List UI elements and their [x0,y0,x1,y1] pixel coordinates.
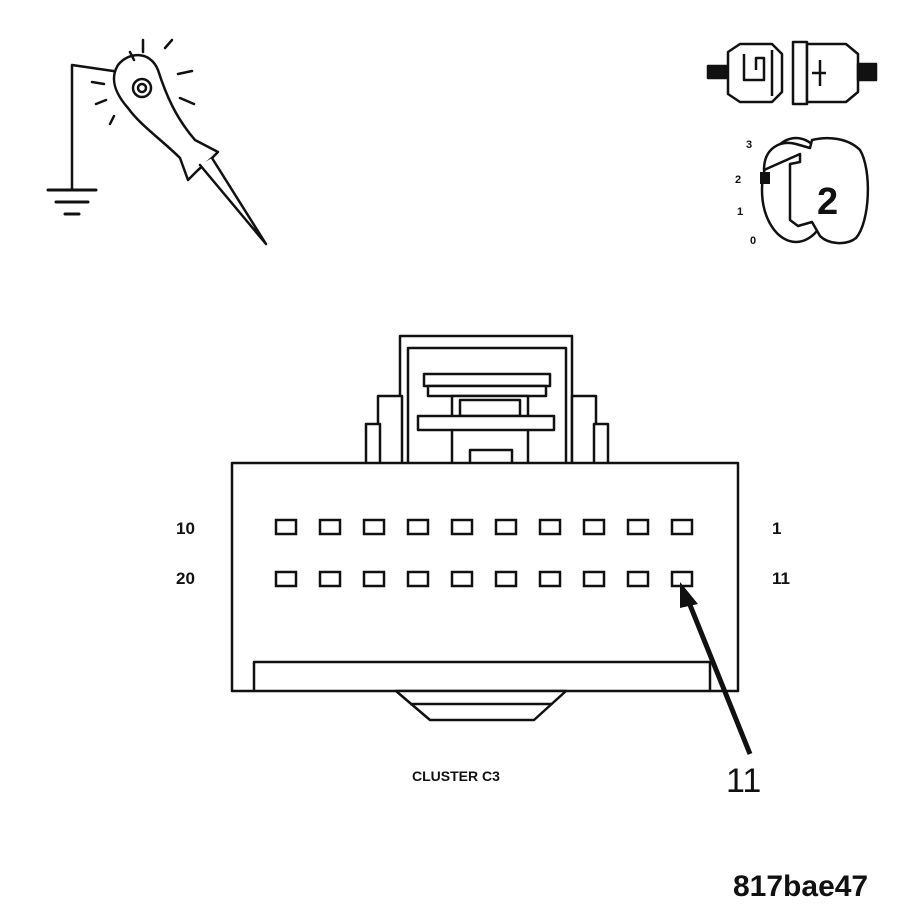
disconnected-connector-icon [706,40,878,106]
connector-pin-cavities [274,518,694,588]
ignition-position-3: 3 [746,139,752,151]
pin-cavity-1 [670,518,694,536]
pin-cavity-17 [406,570,430,588]
pin-cavity-20 [274,570,298,588]
pin-label-20: 20 [176,569,195,588]
pin-cavity-4 [538,518,562,536]
cluster-c3-connector [230,334,740,722]
ignition-position-0: 0 [750,235,756,247]
connector-body [230,461,740,693]
pin-cavity-6 [450,518,474,536]
pin-cavity-5 [494,518,518,536]
pin-cavity-14 [538,570,562,588]
ignition-position-2: 2 [735,174,741,186]
pin-cavity-18 [362,570,386,588]
pin-cavity-19 [318,570,342,588]
pin-cavity-3 [582,518,606,536]
callout-label: 11 [726,762,761,800]
pin-label-1: 1 [772,519,781,538]
ignition-position-marker [760,172,770,184]
pin-cavity-16 [450,570,474,588]
connector-key [394,689,568,722]
pin-cavity-8 [362,518,386,536]
pin-cavity-13 [582,570,606,588]
pin-label-11: 11 [772,569,790,588]
pin-cavity-12 [626,570,650,588]
pin-label-10: 10 [176,519,195,538]
ignition-key-icon: 3 2 1 0 2 [735,136,870,247]
ignition-key-label: 2 [817,181,838,223]
test-light-probe-icon [46,38,268,246]
pin-cavity-2 [626,518,650,536]
pin-cavity-9 [318,518,342,536]
pin-callout-arrow [680,582,753,755]
pin-cavity-10 [274,518,298,536]
ignition-position-1: 1 [737,206,743,218]
pin-cavity-15 [494,570,518,588]
reference-id: 817bae47 [733,870,868,903]
pin-cavity-11 [670,570,694,588]
pin-cavity-7 [406,518,430,536]
connector-name: CLUSTER C3 [412,768,500,784]
